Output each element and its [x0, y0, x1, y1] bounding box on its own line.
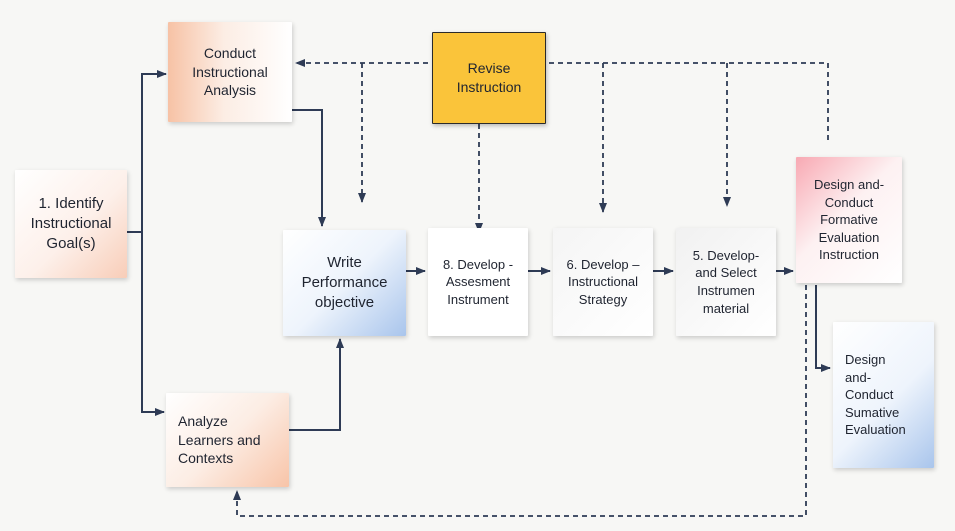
node-analyze-learners-label: Analyze Learners and Contexts [178, 412, 261, 467]
node-identify-goal-label: 1. Identify Instructional Goal(s) [30, 194, 112, 253]
node-performance-objective-label: Write Performance objective [301, 253, 388, 312]
dashed-feedback-bottom [233, 285, 807, 517]
node-instructional-strategy-label: 6. Develop – Instructional Strategy [566, 256, 640, 307]
node-revise-instruction: Revise Instruction [432, 32, 546, 124]
node-identify-goal: 1. Identify Instructional Goal(s) [15, 170, 127, 278]
arrow-learners-to-objective [289, 338, 344, 431]
dashed-feedback-top [295, 59, 829, 140]
node-formative-evaluation: Design and- Conduct Formative Evaluation… [796, 157, 902, 283]
node-analyze-learners: Analyze Learners and Contexts [166, 393, 289, 487]
node-assessment-instrument-label: 8. Develop - Assesment Instrument [442, 256, 514, 307]
arrow-goal-to-learners [141, 232, 165, 416]
node-formative-evaluation-label: Design and- Conduct Formative Evaluation… [813, 177, 885, 263]
node-instructional-strategy: 6. Develop – Instructional Strategy [553, 228, 653, 336]
node-performance-objective: Write Performance objective [283, 230, 406, 336]
node-assessment-instrument: 8. Develop - Assesment Instrument [428, 228, 528, 336]
node-instructional-analysis-label: Conduct Instructional Analysis [192, 44, 268, 99]
node-summative-evaluation-label: Design and- Conduct Sumative Evaluation [845, 352, 906, 438]
node-instructional-materials-label: 5. Develop- and Select Instrumen materia… [692, 247, 760, 316]
node-instructional-materials: 5. Develop- and Select Instrumen materia… [676, 228, 776, 336]
node-instructional-analysis: Conduct Instructional Analysis [168, 22, 292, 122]
node-revise-instruction-label: Revise Instruction [456, 60, 522, 95]
arrow-analysis-to-objective [292, 109, 326, 227]
arrow-formative-to-summative [815, 285, 831, 372]
node-summative-evaluation: Design and- Conduct Sumative Evaluation [833, 322, 934, 468]
arrow-goal-to-analysis [141, 70, 167, 232]
